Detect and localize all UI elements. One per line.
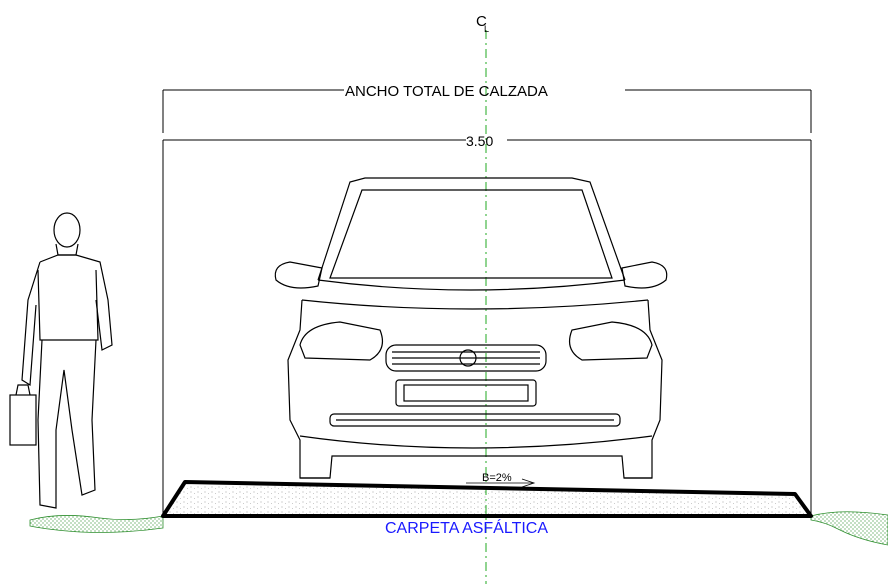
ground-left — [29, 515, 164, 533]
ground-right — [810, 511, 888, 546]
slope-arrow — [466, 478, 536, 488]
width-title: ANCHO TOTAL DE CALZADA — [345, 83, 548, 100]
slope-label: B=2% — [482, 472, 512, 484]
width-value: 3.50 — [466, 133, 493, 149]
pedestrian-figure — [9, 212, 113, 509]
centerline-symbol: C — [476, 13, 487, 30]
car-front-view — [274, 177, 668, 479]
width-dimension — [162, 89, 812, 516]
asphalt-layer — [161, 480, 813, 518]
centerline-subscript: L — [484, 24, 489, 34]
pavement-label: CARPETA ASFÁLTICA — [385, 518, 548, 537]
